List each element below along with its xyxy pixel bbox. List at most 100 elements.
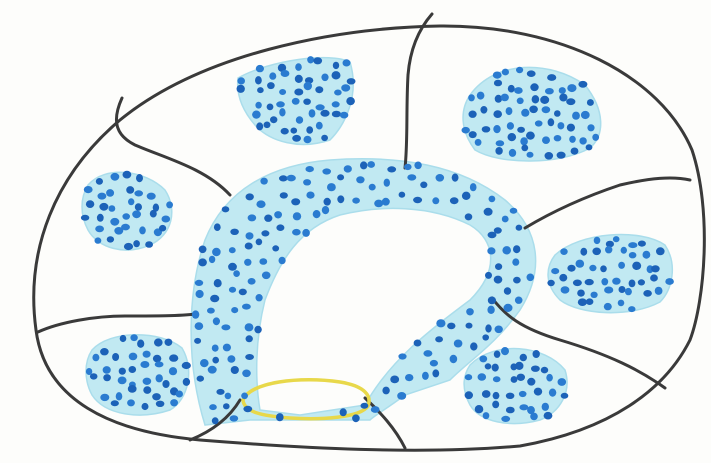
cluster-dot bbox=[540, 96, 549, 104]
band-dot bbox=[199, 246, 207, 254]
cluster-dot bbox=[541, 367, 548, 374]
cluster-dot bbox=[517, 374, 525, 381]
cluster-dot bbox=[559, 87, 566, 94]
band-dot bbox=[390, 376, 399, 384]
cluster-dot bbox=[182, 362, 191, 369]
band-dot bbox=[197, 376, 204, 382]
cluster-dot bbox=[162, 380, 169, 388]
cluster-dot bbox=[98, 193, 107, 200]
cluster-dot bbox=[257, 87, 264, 93]
band-dot bbox=[262, 272, 271, 280]
cluster-dot bbox=[561, 393, 569, 399]
cluster-dot bbox=[111, 173, 120, 181]
cluster-dot bbox=[628, 242, 637, 248]
cluster-dot bbox=[619, 286, 626, 293]
band-dot bbox=[502, 216, 509, 223]
band-dot bbox=[466, 308, 474, 315]
band-dot bbox=[327, 183, 336, 191]
cluster-dot bbox=[501, 416, 510, 422]
band-dot bbox=[192, 310, 199, 318]
cluster-dot bbox=[482, 126, 491, 132]
cluster-dot bbox=[547, 280, 554, 286]
band-dot bbox=[214, 279, 222, 287]
band-dot bbox=[510, 208, 518, 214]
cluster-dot bbox=[531, 366, 540, 372]
band-dot bbox=[216, 389, 224, 395]
band-dot bbox=[209, 256, 215, 263]
band-dot bbox=[414, 340, 422, 347]
cluster-dot bbox=[544, 412, 553, 420]
cluster-dot bbox=[560, 248, 567, 255]
band-dot bbox=[352, 198, 360, 204]
cluster-dot bbox=[587, 124, 594, 131]
cluster-dot bbox=[554, 110, 561, 117]
cluster-dot bbox=[493, 392, 500, 399]
band-dot bbox=[482, 334, 489, 340]
cluster-dot bbox=[502, 69, 509, 76]
band-dot bbox=[513, 277, 521, 284]
cluster-dot bbox=[604, 303, 612, 310]
band-dot bbox=[367, 161, 375, 168]
band-dot bbox=[356, 176, 364, 183]
cluster-dot bbox=[255, 76, 262, 84]
band-dot bbox=[337, 195, 344, 203]
band-dot bbox=[231, 307, 238, 313]
band-dot bbox=[274, 211, 282, 218]
cluster-dot bbox=[558, 122, 565, 129]
band-dot bbox=[414, 162, 421, 170]
cluster-dot bbox=[548, 118, 555, 126]
cluster-dot bbox=[316, 122, 323, 130]
cluster-dot bbox=[527, 378, 535, 386]
band-dot bbox=[225, 393, 232, 400]
cluster-dot bbox=[665, 278, 674, 285]
band-dot bbox=[194, 338, 201, 344]
band-dot bbox=[485, 272, 492, 279]
band-dot bbox=[313, 210, 321, 218]
cluster-dot bbox=[587, 99, 594, 106]
band-dot bbox=[432, 369, 439, 377]
band-dot bbox=[436, 319, 445, 327]
band-dot bbox=[466, 323, 473, 329]
cluster-dot bbox=[465, 391, 473, 399]
band-dot bbox=[223, 403, 230, 409]
band-dot bbox=[256, 239, 263, 246]
band-dot bbox=[322, 206, 329, 214]
band-dot bbox=[212, 248, 221, 256]
band-dot bbox=[452, 174, 459, 182]
cluster-dot bbox=[162, 216, 171, 223]
cluster-dot bbox=[142, 403, 149, 410]
band-dot bbox=[245, 354, 254, 360]
cluster-dot bbox=[321, 135, 328, 141]
band-dot bbox=[397, 392, 406, 400]
band-dot bbox=[244, 259, 251, 266]
band-dot bbox=[209, 404, 217, 410]
cluster-dot bbox=[309, 109, 316, 117]
cluster-dot bbox=[81, 215, 89, 221]
band-dot bbox=[430, 360, 438, 367]
cluster-dot bbox=[267, 82, 275, 89]
cluster-dot bbox=[629, 252, 637, 258]
cluster-dot bbox=[592, 134, 599, 141]
band-dot bbox=[382, 387, 389, 395]
cluster-dot bbox=[612, 278, 620, 285]
cluster-dot bbox=[578, 298, 587, 306]
cluster-dot bbox=[134, 190, 143, 196]
cluster-dot bbox=[340, 112, 348, 119]
cluster-dot bbox=[139, 226, 146, 234]
band-dot bbox=[229, 287, 236, 293]
band-dot bbox=[306, 192, 314, 199]
band-dot bbox=[487, 247, 495, 254]
band-dot bbox=[233, 270, 240, 277]
cluster-dot bbox=[506, 107, 513, 115]
band-dot bbox=[223, 344, 231, 352]
band-dot bbox=[246, 232, 254, 239]
band-dot bbox=[259, 258, 267, 265]
cluster-dot bbox=[341, 84, 350, 91]
band-dot bbox=[256, 200, 265, 208]
cluster-dot bbox=[86, 200, 94, 208]
band-dot bbox=[306, 166, 314, 172]
band-dot bbox=[200, 359, 209, 367]
cluster-dot bbox=[130, 334, 137, 341]
band-dot bbox=[470, 183, 477, 191]
